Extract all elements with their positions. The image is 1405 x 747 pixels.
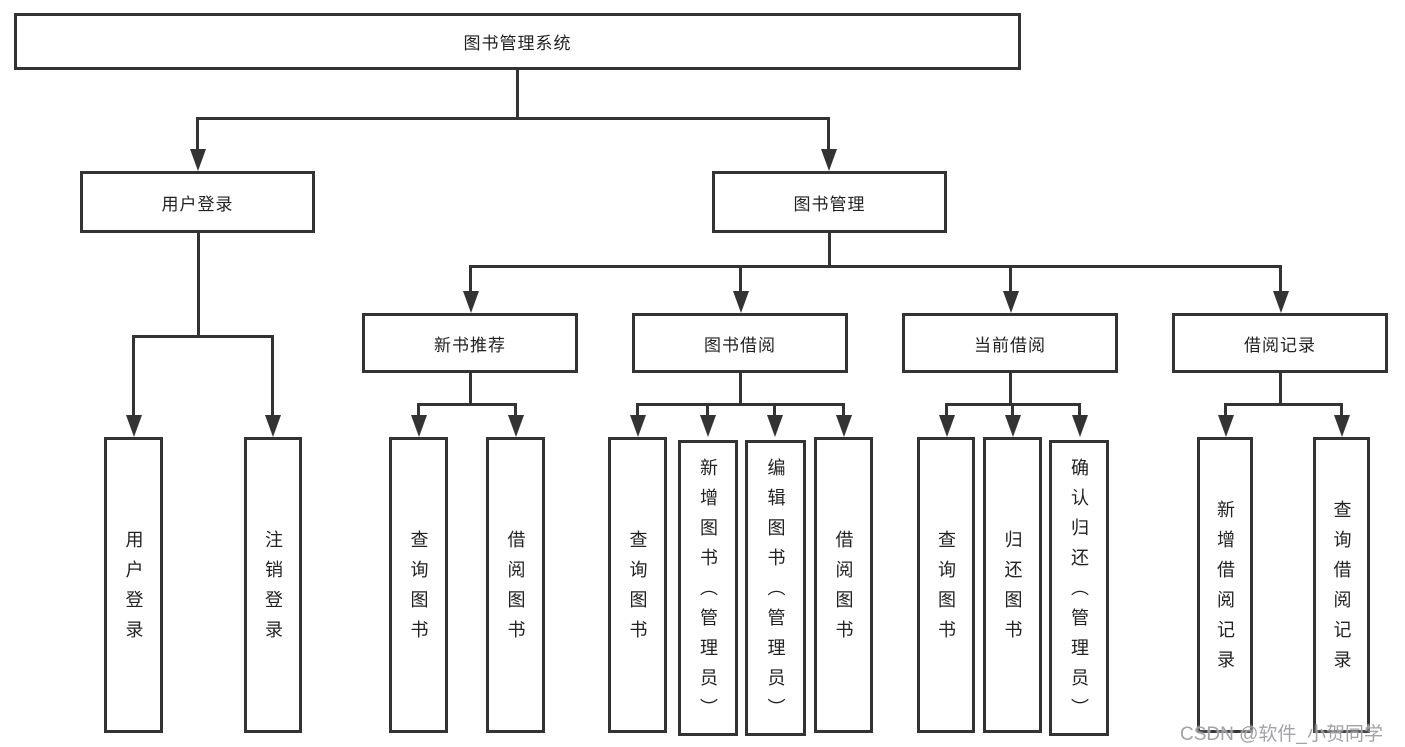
connector-userlogin-branch — [132, 335, 274, 338]
leaf-logout: 注销登录 — [244, 437, 302, 733]
arrow-down-icon — [700, 415, 716, 437]
connector-drop — [945, 403, 948, 417]
connector-drop — [842, 403, 845, 417]
leaf-br-add-record: 新增借阅记录 — [1197, 437, 1253, 733]
connector-currentborrow-stem — [1009, 373, 1012, 406]
leaf-cb-query-books: 查询图书 — [917, 437, 975, 733]
leaf-cb-return-books: 归还图书 — [983, 437, 1042, 733]
connector-bookmgmt-branch — [469, 265, 1281, 268]
arrow-down-icon — [630, 415, 646, 437]
arrow-down-icon — [411, 415, 427, 437]
connector-drop — [1009, 265, 1012, 293]
arrow-down-icon — [1005, 415, 1021, 437]
arrow-down-icon — [1003, 291, 1019, 313]
leaf-nb-borrow-books: 借阅图书 — [486, 437, 545, 733]
arrow-down-icon — [463, 291, 479, 313]
node-label: 图书管理系统 — [463, 34, 572, 53]
leaf-label: 注销登录 — [263, 530, 283, 650]
arrow-down-icon — [821, 149, 837, 171]
connector-drop — [1078, 403, 1081, 417]
arrow-down-icon — [733, 291, 749, 313]
leaf-label: 查询图书 — [408, 530, 429, 650]
connector-drop — [196, 117, 199, 152]
connector-borrowrecord-stem — [1279, 373, 1282, 406]
node-label: 图书管理 — [793, 194, 866, 214]
node-borrow-record: 借阅记录 — [1172, 313, 1388, 373]
node-user-login: 用户登录 — [80, 171, 315, 233]
connector-drop — [514, 403, 517, 417]
connector-drop — [1340, 403, 1343, 417]
connector-drop — [469, 265, 472, 293]
node-new-book-recommend: 新书推荐 — [362, 313, 578, 373]
leaf-user-login: 用户登录 — [104, 437, 163, 733]
leaf-br-query-record: 查询借阅记录 — [1313, 437, 1370, 733]
connector-drop — [271, 335, 274, 417]
node-root-library-system: 图书管理系统 — [14, 13, 1021, 70]
arrow-down-icon — [1218, 415, 1234, 437]
arrow-down-icon — [265, 415, 281, 437]
node-label: 图书借阅 — [704, 335, 776, 355]
leaf-label: 借阅图书 — [833, 530, 854, 650]
arrow-down-icon — [767, 415, 783, 437]
leaf-label: 借阅图书 — [505, 530, 526, 650]
arrow-down-icon — [836, 415, 852, 437]
connector-newbook-branch — [417, 403, 517, 406]
node-label: 新书推荐 — [434, 335, 506, 355]
arrow-down-icon — [939, 415, 955, 437]
leaf-label: 新增图书（管理员） — [698, 458, 718, 728]
node-book-borrow: 图书借阅 — [632, 313, 848, 373]
arrow-down-icon — [126, 415, 142, 437]
arrow-down-icon — [1334, 415, 1350, 437]
connector-bookborrow-branch — [636, 403, 845, 406]
connector-newbook-stem — [469, 373, 472, 406]
connector-drop — [1011, 403, 1014, 417]
leaf-bb-add-book-admin: 新增图书（管理员） — [678, 440, 738, 736]
leaf-label: 查询借阅记录 — [1331, 500, 1352, 680]
leaf-nb-query-books: 查询图书 — [389, 437, 448, 733]
leaf-label: 新增借阅记录 — [1215, 500, 1235, 680]
connector-drop — [1224, 403, 1227, 417]
leaf-label: 用户登录 — [123, 530, 144, 650]
node-book-management: 图书管理 — [712, 171, 947, 233]
arrow-down-icon — [190, 149, 206, 171]
leaf-label: 查询图书 — [936, 530, 956, 650]
connector-drop — [636, 403, 639, 417]
connector-userlogin-stem — [197, 233, 200, 337]
node-label: 借阅记录 — [1244, 335, 1316, 355]
arrow-down-icon — [1072, 415, 1088, 437]
node-label: 用户登录 — [161, 194, 234, 214]
leaf-label: 确认归还（管理员） — [1069, 458, 1089, 728]
connector-bookborrow-stem — [739, 373, 742, 406]
leaf-bb-borrow-books: 借阅图书 — [814, 437, 873, 733]
connector-drop — [773, 403, 776, 417]
leaf-bb-query-books: 查询图书 — [608, 437, 667, 733]
arrow-down-icon — [508, 415, 524, 437]
leaf-label: 归还图书 — [1002, 530, 1023, 650]
connector-drop — [417, 403, 420, 417]
connector-borrowrecord-branch — [1224, 403, 1343, 406]
leaf-bb-edit-book-admin: 编辑图书（管理员） — [745, 440, 806, 736]
leaf-label: 编辑图书（管理员） — [765, 458, 786, 728]
connector-drop — [739, 265, 742, 293]
connector-bookmgmt-stem — [828, 233, 831, 268]
connector-root-stem — [516, 70, 519, 119]
node-current-borrow: 当前借阅 — [902, 313, 1118, 373]
connector-drop — [132, 335, 135, 417]
arrow-down-icon — [1273, 291, 1289, 313]
connector-drop — [827, 117, 830, 152]
leaf-cb-confirm-return-admin: 确认归还（管理员） — [1049, 440, 1109, 736]
leaf-label: 查询图书 — [627, 530, 648, 650]
connector-drop — [706, 403, 709, 417]
connector-root-branch — [196, 117, 830, 120]
connector-drop — [1279, 265, 1282, 293]
csdn-watermark: CSDN @软件_小贺同学 — [1180, 724, 1383, 745]
node-label: 当前借阅 — [974, 335, 1046, 355]
